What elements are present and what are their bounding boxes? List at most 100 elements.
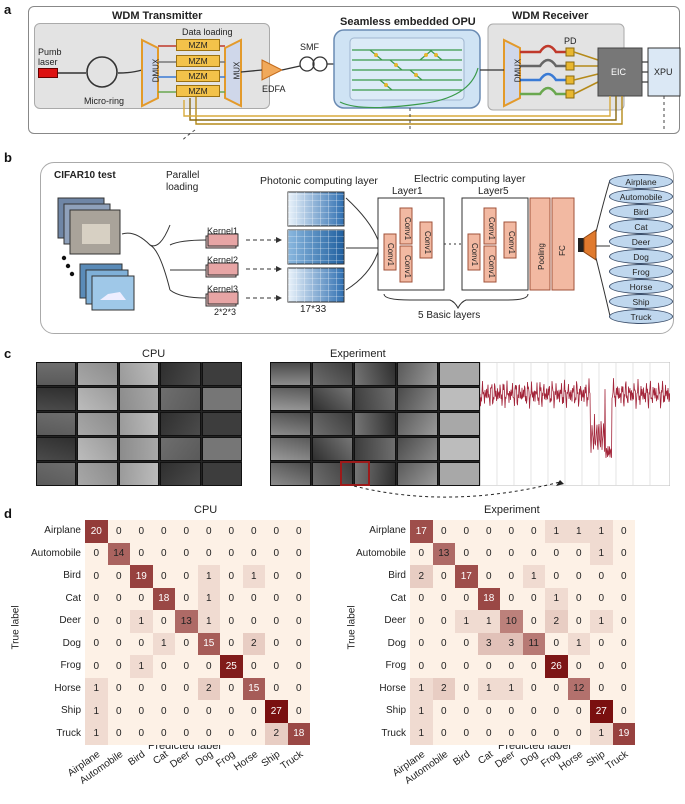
matrix-cell: 0 [265, 587, 288, 610]
cifar-title: CIFAR10 test [54, 170, 116, 181]
matrix-cell: 0 [175, 520, 198, 543]
matrix-cell: 0 [175, 587, 198, 610]
photonic-layer-label: Photonic computing layer [260, 175, 378, 187]
row-label: Horse [54, 682, 81, 694]
matrix-cell: 0 [107, 677, 130, 700]
thumbnail [77, 437, 118, 461]
row-label: Truck [381, 727, 406, 739]
matrix-cell: 0 [455, 542, 478, 565]
matrix-cell: 0 [287, 700, 310, 723]
fc-label: FC [557, 245, 567, 256]
matrix-cell: 0 [612, 700, 635, 723]
matrix-cell: 0 [432, 587, 455, 610]
matrix-cell: 0 [567, 722, 590, 745]
matrix-cell: 0 [220, 565, 243, 588]
cpu-images-title: CPU [142, 348, 166, 360]
kernel-stacks [205, 233, 239, 307]
experiment-matrix-title: Experiment [484, 504, 540, 516]
thumbnail [118, 437, 160, 461]
matrix-cell: 0 [410, 587, 433, 610]
class-pill-dog: Dog [609, 249, 673, 264]
matrix-cell: 0 [107, 722, 130, 745]
matrix-cell: 0 [220, 722, 243, 745]
matrix-cell: 0 [567, 655, 590, 678]
matrix-cell: 1 [567, 632, 590, 655]
matrix-cell: 0 [175, 655, 198, 678]
matrix-cell: 0 [612, 632, 635, 655]
eic-icon [597, 47, 643, 97]
output-icon [583, 229, 597, 261]
kernel2-label: Kernel2 [207, 255, 239, 265]
matrix-cell: 1 [130, 655, 153, 678]
matrix-cell: 1 [500, 677, 523, 700]
row-label: Automobile [30, 547, 81, 559]
pooling-box [529, 197, 551, 291]
matrix-cell: 0 [500, 520, 523, 543]
matrix-cell: 0 [85, 542, 108, 565]
matrix-cell: 0 [522, 700, 545, 723]
thumbnail [160, 387, 201, 411]
row-label: Frog [385, 660, 406, 672]
matrix-cell: 0 [287, 610, 310, 633]
matrix-cell: 0 [152, 677, 175, 700]
matrix-cell: 17 [410, 520, 433, 543]
matrix-cell: 0 [432, 655, 455, 678]
matrix-cell: 0 [85, 610, 108, 633]
thumbnail [438, 387, 480, 411]
conv-label-3: Conv1 [403, 254, 413, 279]
conv-label-7: Conv1 [487, 254, 497, 279]
dmux-icon [141, 38, 159, 108]
matrix-cell: 0 [242, 722, 265, 745]
basic-layers-label: 5 Basic layers [418, 310, 481, 321]
electric-layer-label: Electric computing layer [414, 173, 526, 185]
matrix-cell: 0 [455, 722, 478, 745]
row-label: Frog [60, 660, 81, 672]
matrix-cell: 1 [410, 700, 433, 723]
class-pill-deer: Deer [609, 234, 673, 249]
kernel1-label: Kernel1 [207, 226, 239, 236]
experiment-images-title: Experiment [330, 348, 386, 360]
matrix-cell: 0 [545, 677, 568, 700]
matrix-cell: 18 [152, 587, 175, 610]
matrix-cell: 0 [477, 655, 500, 678]
matrix-cell: 0 [152, 700, 175, 723]
thumbnail [201, 412, 242, 436]
matrix-cell: 0 [107, 587, 130, 610]
conv-label-1: Conv1 [386, 242, 396, 267]
matrix-cell: 0 [220, 632, 243, 655]
panel-letter-d: d [4, 506, 12, 521]
matrix-cell: 0 [567, 700, 590, 723]
thumbnail [118, 412, 160, 436]
matrix-cell: 0 [432, 700, 455, 723]
thumbnail [36, 362, 77, 386]
matrix-cell: 0 [522, 587, 545, 610]
eic-label: EIC [611, 67, 627, 77]
matrix-cell: 2 [545, 610, 568, 633]
matrix-cell: 0 [242, 700, 265, 723]
conv-label-6: Conv1 [487, 216, 497, 241]
matrix-cell: 1 [197, 587, 220, 610]
row-label: Dog [387, 637, 406, 649]
thumbnail [438, 437, 480, 461]
matrix-cell: 0 [410, 655, 433, 678]
matrix-cell: 0 [567, 610, 590, 633]
mzm-box-1: MZM [176, 39, 220, 51]
matrix-cell: 0 [612, 655, 635, 678]
matrix-cell: 0 [152, 655, 175, 678]
thumbnail [270, 412, 312, 436]
thumbnail [36, 387, 77, 411]
matrix-cell: 0 [175, 542, 198, 565]
matrix-cell: 1 [410, 722, 433, 745]
matrix-cell: 0 [410, 542, 433, 565]
matrix-cell: 0 [197, 520, 220, 543]
matrix-cell: 0 [85, 632, 108, 655]
matrix-cell: 0 [477, 542, 500, 565]
matrix-cell: 0 [500, 542, 523, 565]
matrix-cell: 1 [197, 565, 220, 588]
row-label: Ship [385, 705, 406, 717]
class-pill-cat: Cat [609, 219, 673, 234]
matrix-cell: 0 [455, 632, 478, 655]
matrix-cell: 0 [410, 632, 433, 655]
